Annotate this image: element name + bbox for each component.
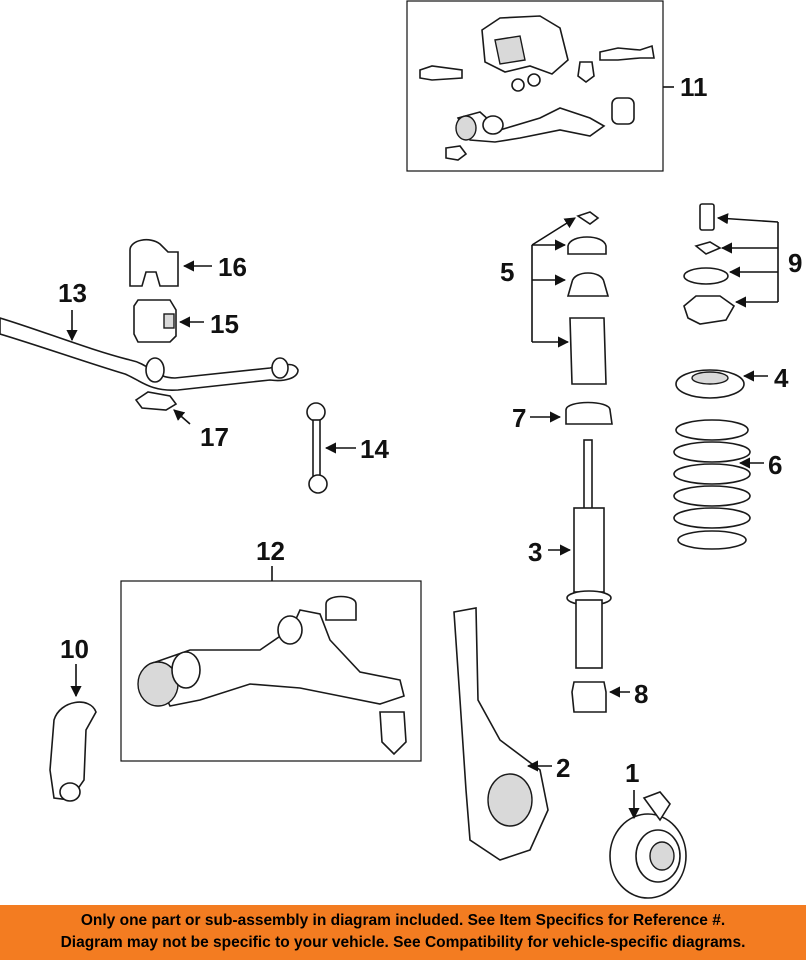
leader-17 xyxy=(173,409,191,425)
callout-8: 8 xyxy=(634,679,648,709)
disclaimer-line-1: Only one part or sub-assembly in diagram… xyxy=(80,912,726,929)
wheel-hub: 1 xyxy=(609,758,687,899)
disclaimer-banner: Only one part or sub-assembly in diagram… xyxy=(0,905,806,960)
callout-16: 16 xyxy=(218,252,247,282)
stabilizer-clip: 17 xyxy=(134,391,229,452)
spring-seat: 4 xyxy=(675,363,789,399)
callout-14: 14 xyxy=(360,434,389,464)
upper-control-arm-kit: 11 xyxy=(406,0,708,172)
callout-5: 5 xyxy=(500,257,514,287)
stabilizer-bracket: 16 xyxy=(129,238,247,287)
stabilizer-bushing: 15 xyxy=(133,299,239,343)
callout-13: 13 xyxy=(58,278,87,308)
callout-3: 3 xyxy=(528,537,542,567)
lower-control-arm-kit: 12 xyxy=(120,536,422,762)
parts-diagram: 11 13 16 15 17 14 xyxy=(0,0,802,899)
stabilizer-bar: 13 xyxy=(0,278,299,391)
callout-7: 7 xyxy=(512,403,526,433)
callout-11: 11 xyxy=(680,72,708,102)
callout-1: 1 xyxy=(625,758,639,788)
callout-12: 12 xyxy=(256,536,285,566)
callout-6: 6 xyxy=(768,450,782,480)
strut-mount-kit: 5 xyxy=(500,211,610,385)
coil-spring: 6 xyxy=(673,419,782,550)
kit-12-frame xyxy=(120,580,422,762)
callout-2: 2 xyxy=(556,753,570,783)
callout-9: 9 xyxy=(788,248,802,278)
steering-knuckle: 2 xyxy=(453,607,570,861)
strut-assembly: 3 xyxy=(528,439,612,669)
strut-insulator: 7 xyxy=(512,401,613,433)
kit-11-frame xyxy=(406,0,664,172)
callout-17: 17 xyxy=(200,422,229,452)
jounce-bumper: 8 xyxy=(571,679,648,713)
callout-4: 4 xyxy=(774,363,789,393)
callout-15: 15 xyxy=(210,309,239,339)
disclaimer-line-2: Diagram may not be specific to your vehi… xyxy=(60,934,746,951)
stabilizer-link: 14 xyxy=(306,402,389,494)
upper-mount-kit: 9 xyxy=(683,203,802,325)
strut-rod: 10 xyxy=(49,634,97,802)
callout-10: 10 xyxy=(60,634,89,664)
